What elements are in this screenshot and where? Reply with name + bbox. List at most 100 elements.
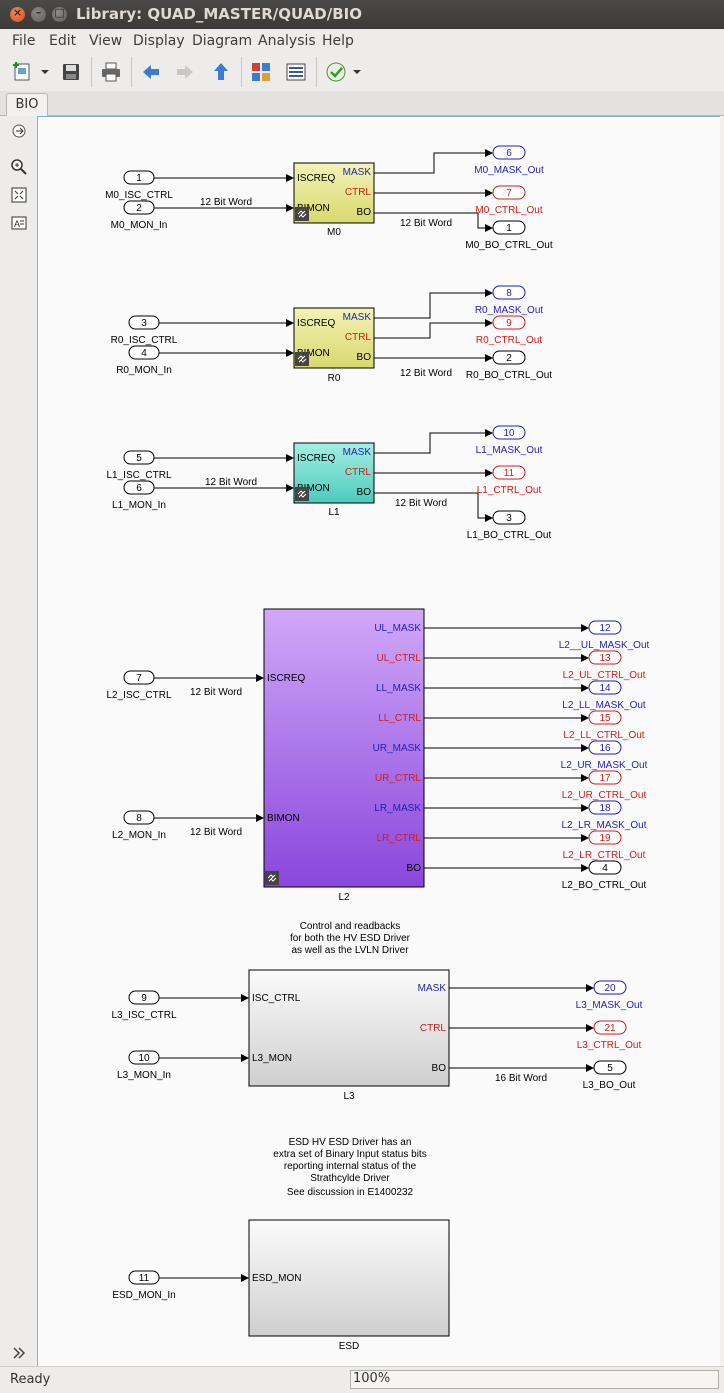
svg-text:LL_MASK: LL_MASK <box>376 683 421 694</box>
forward-arrow-icon[interactable] <box>174 61 196 83</box>
outport-18[interactable]: 18 <box>588 800 622 815</box>
signal-line[interactable] <box>374 429 493 454</box>
outport-9[interactable]: 9 <box>492 315 526 330</box>
menu-diagram[interactable]: Diagram <box>192 33 253 49</box>
menu-help[interactable]: Help <box>322 33 354 49</box>
inport-label: L2_MON_In <box>112 830 166 841</box>
outport-5[interactable]: 5 <box>593 1060 627 1075</box>
save-icon[interactable] <box>60 61 82 83</box>
toolbar-separator <box>316 57 317 87</box>
menu-view[interactable]: View <box>89 33 123 49</box>
minimize-window-button[interactable]: – <box>31 6 46 22</box>
menu-file[interactable]: File <box>12 33 36 49</box>
outport-19[interactable]: 19 <box>588 830 622 845</box>
close-window-button[interactable]: × <box>10 6 25 22</box>
print-icon[interactable] <box>100 61 122 83</box>
outport-label: L1_MASK_Out <box>476 445 543 456</box>
outport-8[interactable]: 8 <box>492 285 526 300</box>
inport-6[interactable]: 6 <box>123 480 155 495</box>
inport-8[interactable]: 8 <box>123 810 155 825</box>
outport-17[interactable]: 17 <box>588 770 622 785</box>
inport-3[interactable]: 3 <box>128 315 160 330</box>
model-canvas[interactable]: 1 M0_ISC_CTRL 2 M0_MON_In 12 Bit Word IS… <box>37 116 720 1367</box>
outport-2[interactable]: 2 <box>492 350 526 365</box>
outport-label: L3_CTRL_Out <box>577 1040 642 1051</box>
menu-analysis[interactable]: Analysis <box>258 33 316 49</box>
chevron-down-icon[interactable] <box>38 61 52 83</box>
inport-2[interactable]: 2 <box>123 200 155 215</box>
svg-text:UL_MASK: UL_MASK <box>374 623 421 634</box>
inport-11[interactable]: 11 <box>128 1270 160 1285</box>
zoom-in-icon[interactable] <box>10 158 28 176</box>
outport-15[interactable]: 15 <box>588 710 622 725</box>
menu-edit[interactable]: Edit <box>49 33 77 49</box>
outport-13[interactable]: 13 <box>588 650 622 665</box>
outport-label: M0_MASK_Out <box>474 165 544 176</box>
svg-text:BO: BO <box>432 1063 447 1074</box>
outport-12[interactable]: 12 <box>588 620 622 635</box>
outport-21[interactable]: 21 <box>593 1020 627 1035</box>
svg-text:BO: BO <box>407 863 422 874</box>
tab-bio[interactable]: BIO <box>6 93 48 116</box>
svg-text:for both the HV ESD Driver: for both the HV ESD Driver <box>290 933 411 944</box>
outport-label: L3_BO_Out <box>583 1080 636 1091</box>
check-icon[interactable] <box>325 61 347 83</box>
hide-show-explorer-icon[interactable] <box>10 122 28 140</box>
outport-14[interactable]: 14 <box>588 680 622 695</box>
svg-text:Control and readbacks: Control and readbacks <box>300 921 401 932</box>
block-r0[interactable]: ISCREQ BIMON MASK CTRL BO <box>293 307 375 369</box>
library-link-icon <box>295 352 309 366</box>
library-link-icon <box>295 487 309 501</box>
inport-5[interactable]: 5 <box>123 450 155 465</box>
outport-20[interactable]: 20 <box>593 980 627 995</box>
outport-label: L2_LL_CTRL_Out <box>563 730 644 741</box>
signal-line[interactable] <box>374 319 493 339</box>
signal-line[interactable] <box>374 492 493 522</box>
maximize-window-button[interactable]: □ <box>52 6 67 22</box>
new-model-icon[interactable] <box>12 61 34 83</box>
outport-1[interactable]: 1 <box>492 220 526 235</box>
inport-1[interactable]: 1 <box>123 170 155 185</box>
up-arrow-icon[interactable] <box>210 61 232 83</box>
svg-text:LL_CTRL: LL_CTRL <box>378 713 421 724</box>
back-arrow-icon[interactable] <box>140 61 162 83</box>
outport-7[interactable]: 7 <box>492 185 526 200</box>
inport-7[interactable]: 7 <box>123 670 155 685</box>
inport-9[interactable]: 9 <box>128 990 160 1005</box>
block-l2[interactable]: ISCREQ BIMON UL_MASK UL_CTRL LL_MASK LL_… <box>263 608 425 888</box>
svg-text:extra set of Binary Input stat: extra set of Binary Input status bits <box>273 1149 426 1160</box>
signal-line[interactable] <box>374 289 493 319</box>
menu-display[interactable]: Display <box>133 33 185 49</box>
outport-4[interactable]: 4 <box>588 860 622 875</box>
block-l3[interactable]: ISC_CTRL L3_MON MASK CTRL BO <box>248 969 450 1087</box>
outport-16[interactable]: 16 <box>588 740 622 755</box>
left-palette: A <box>0 116 36 1366</box>
block-l1[interactable]: ISCREQ BIMON MASK CTRL BO <box>293 442 375 504</box>
outport-11[interactable]: 11 <box>492 465 526 480</box>
annotation-icon[interactable]: A <box>10 214 28 232</box>
outport-3[interactable]: 3 <box>492 510 526 525</box>
svg-text:BO: BO <box>357 487 372 498</box>
block-name: L3 <box>343 1091 355 1102</box>
inport-4[interactable]: 4 <box>128 345 160 360</box>
block-esd[interactable]: ESD_MON <box>248 1219 450 1337</box>
signal-line[interactable] <box>374 149 493 174</box>
signal-line[interactable] <box>374 212 493 232</box>
svg-text:2: 2 <box>136 203 142 214</box>
fit-to-view-icon[interactable] <box>10 186 28 204</box>
library-browser-icon[interactable] <box>250 61 272 83</box>
svg-text:CTRL: CTRL <box>420 1023 447 1034</box>
block-diagram: 1 M0_ISC_CTRL 2 M0_MON_In 12 Bit Word IS… <box>105 145 650 1352</box>
block-name: ESD <box>339 1341 360 1352</box>
outport-6[interactable]: 6 <box>492 145 526 160</box>
outport-10[interactable]: 10 <box>492 425 526 440</box>
block-m0[interactable]: ISCREQ BIMON MASK CTRL BO <box>293 162 375 224</box>
svg-text:reporting internal status of t: reporting internal status of the <box>284 1161 417 1172</box>
svg-text:LR_CTRL: LR_CTRL <box>377 833 422 844</box>
chevron-down-icon[interactable] <box>350 61 364 83</box>
svg-text:9: 9 <box>141 993 147 1004</box>
inport-10[interactable]: 10 <box>128 1050 160 1065</box>
outport-label: L1_BO_CTRL_Out <box>467 530 552 541</box>
expand-palette-icon[interactable] <box>10 1344 28 1362</box>
model-explorer-icon[interactable] <box>285 61 307 83</box>
